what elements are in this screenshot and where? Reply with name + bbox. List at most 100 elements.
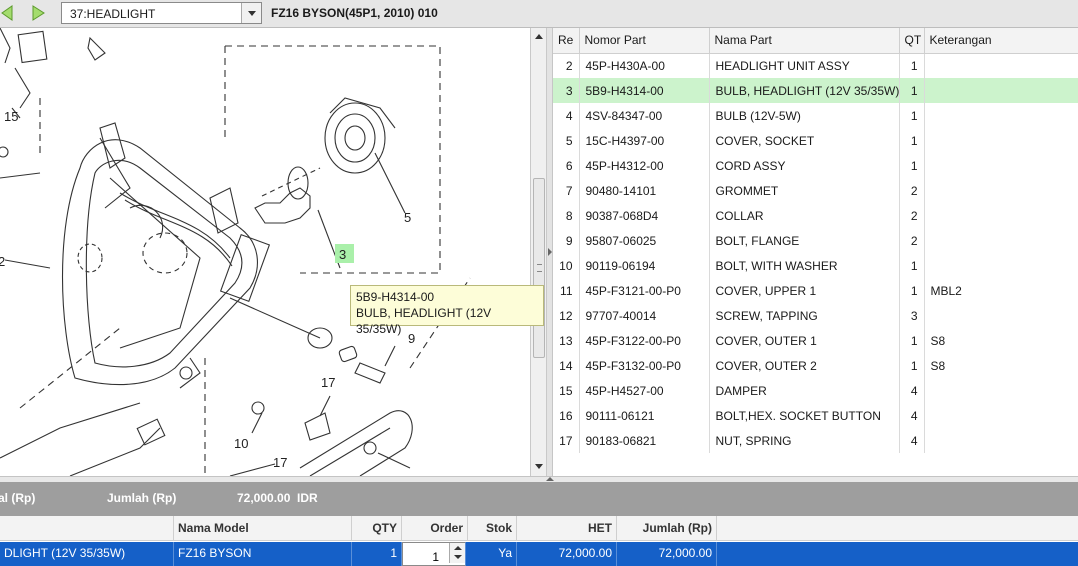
callout-17b[interactable]: 17: [273, 455, 287, 470]
table-cell-part-no: 45P-F3132-00-P0: [579, 353, 710, 378]
table-cell-ref: 9: [553, 228, 580, 253]
table-cell-name: COLLAR: [709, 203, 900, 228]
scroll-up-icon[interactable]: [532, 30, 546, 44]
callout-17[interactable]: 17: [321, 375, 335, 390]
cart-header-qty[interactable]: QTY: [352, 516, 402, 541]
cart-cell-part: DLIGHT (12V 35/35W): [0, 542, 174, 566]
table-cell-qty: 1: [899, 328, 925, 353]
cart-table: Nama Model QTY Order Stok HET Jumlah (Rp…: [0, 516, 1078, 566]
table-cell-name: COVER, OUTER 2: [709, 353, 900, 378]
model-title: FZ16 BYSON(45P1, 2010) 010: [271, 6, 438, 20]
parts-table-header: Re Nomor Part Nama Part QT Keterangan: [553, 28, 1078, 54]
group-select[interactable]: 37:HEADLIGHT: [61, 2, 262, 24]
table-cell-qty: 1: [899, 103, 925, 128]
tooltip-part-number: 5B9-H4314-00: [356, 290, 435, 304]
column-header-ref[interactable]: Re: [553, 28, 580, 54]
cart-header-jumlah[interactable]: Jumlah (Rp): [617, 516, 717, 541]
summary-bar: al (Rp) Jumlah (Rp) 72,000.00 IDR: [0, 482, 1078, 516]
total-currency: IDR: [297, 491, 318, 505]
headlight-drawing: 15 2 3 5 9 17 10 17: [0, 28, 471, 476]
back-arrow-icon[interactable]: [0, 4, 18, 22]
part-tooltip: 5B9-H4314-00 BULB, HEADLIGHT (12V 35/35W…: [350, 285, 544, 336]
table-cell-qty: 1: [899, 128, 925, 153]
column-header-note[interactable]: Keterangan: [924, 28, 1078, 54]
order-quantity-stepper[interactable]: 1: [402, 542, 466, 566]
table-cell-note: [924, 203, 1078, 228]
diagram-margin: [492, 28, 530, 476]
table-cell-name: SCREW, TAPPING: [709, 303, 900, 328]
table-cell-name: NUT, SPRING: [709, 428, 900, 453]
cart-row[interactable]: DLIGHT (12V 35/35W) FZ16 BYSON 1 Ya 72,0…: [0, 542, 1078, 566]
callout-15[interactable]: 15: [4, 109, 18, 124]
horizontal-splitter[interactable]: [0, 476, 1078, 482]
callout-2[interactable]: 2: [0, 254, 5, 269]
callout-3[interactable]: 3: [339, 247, 346, 262]
table-cell-note: [924, 403, 1078, 428]
column-header-qty[interactable]: QT: [899, 28, 925, 54]
collapse-up-icon[interactable]: [546, 477, 554, 481]
vertical-splitter[interactable]: [547, 28, 553, 476]
collapse-right-icon[interactable]: [548, 248, 552, 256]
table-cell-ref: 16: [553, 403, 580, 428]
table-cell-note: MBL2: [924, 278, 1078, 303]
increment-icon[interactable]: [453, 544, 463, 553]
cart-header-order[interactable]: Order: [402, 516, 468, 541]
table-cell-part-no: 15C-H4397-00: [579, 128, 710, 153]
table-cell-name: BULB, HEADLIGHT (12V 35/35W): [709, 78, 900, 103]
table-cell-qty: 2: [899, 203, 925, 228]
cart-header-stok[interactable]: Stok: [468, 516, 517, 541]
toolbar: 37:HEADLIGHT FZ16 BYSON(45P1, 2010) 010: [0, 0, 1078, 28]
table-cell-ref: 6: [553, 153, 580, 178]
forward-arrow-icon[interactable]: [29, 4, 49, 22]
decrement-icon[interactable]: [453, 553, 463, 562]
table-cell-note: [924, 103, 1078, 128]
table-cell-note: [924, 128, 1078, 153]
cart-header-part[interactable]: [0, 516, 174, 541]
cart-header-model[interactable]: Nama Model: [174, 516, 352, 541]
table-cell-note: [924, 428, 1078, 453]
scroll-down-icon[interactable]: [532, 460, 546, 474]
cart-header-het[interactable]: HET: [517, 516, 617, 541]
total-label: Jumlah (Rp): [107, 491, 177, 505]
callout-5[interactable]: 5: [404, 210, 411, 225]
callout-9[interactable]: 9: [408, 331, 415, 346]
table-cell-name: GROMMET: [709, 178, 900, 203]
summary-left-label: al (Rp): [0, 491, 36, 505]
column-header-part-number[interactable]: Nomor Part: [579, 28, 710, 54]
table-cell-note: [924, 178, 1078, 203]
exploded-diagram[interactable]: 15 2 3 5 9 17 10 17: [0, 28, 492, 476]
order-quantity-value[interactable]: 1: [432, 550, 439, 564]
table-cell-part-no: 97707-40014: [579, 303, 710, 328]
column-header-part-name[interactable]: Nama Part: [709, 28, 900, 54]
callout-10[interactable]: 10: [234, 436, 248, 451]
table-cell-qty: 2: [899, 228, 925, 253]
table-cell-ref: 8: [553, 203, 580, 228]
diagram-scrollbar[interactable]: [530, 28, 547, 476]
table-cell-ref: 14: [553, 353, 580, 378]
table-cell-note: [924, 153, 1078, 178]
tooltip-part-name: BULB, HEADLIGHT (12V 35/35W): [356, 306, 492, 336]
chevron-down-icon[interactable]: [241, 3, 261, 23]
cart-cell-stok: Ya: [468, 542, 517, 566]
table-cell-ref: 7: [553, 178, 580, 203]
table-cell-part-no: 5B9-H4314-00: [579, 78, 710, 103]
table-cell-qty: 3: [899, 303, 925, 328]
